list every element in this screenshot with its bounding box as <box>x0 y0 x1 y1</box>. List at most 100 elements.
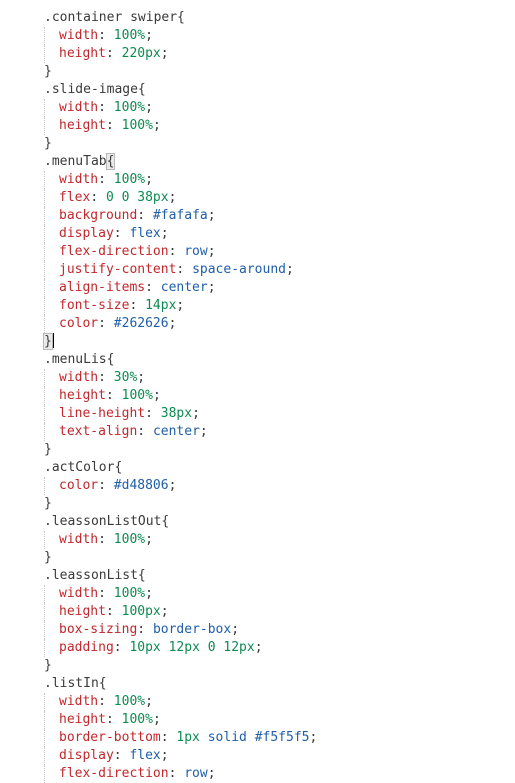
css-property: flex-direction <box>59 766 169 781</box>
code-line[interactable]: width: 100%; <box>0 693 515 711</box>
semicolon: ; <box>168 316 177 331</box>
declaration: flex-direction: row; <box>59 243 216 261</box>
colon: : <box>105 712 122 727</box>
colon: : <box>113 226 130 241</box>
code-line[interactable]: width: 30%; <box>0 369 515 387</box>
semicolon: ; <box>145 172 153 187</box>
colon: : <box>168 244 185 259</box>
semicolon: ; <box>160 604 169 619</box>
code-line[interactable]: background: #fafafa; <box>0 207 515 225</box>
css-value: 100% <box>113 532 146 547</box>
code-line[interactable]: box-sizing: border-box; <box>0 621 515 639</box>
css-value: 1px solid #f5f5f5 <box>176 730 310 745</box>
declaration: flex: 0 0 38px; <box>59 189 176 207</box>
css-property: width <box>59 100 99 115</box>
declaration: height: 100%; <box>59 387 161 405</box>
css-value: 0 0 38px <box>105 190 169 205</box>
code-line[interactable]: .menuTab{ <box>0 153 515 171</box>
css-property: box-sizing <box>59 622 138 637</box>
code-line[interactable]: } <box>0 495 515 513</box>
declaration: font-size: 14px; <box>59 297 184 315</box>
css-selector: .listIn{ <box>44 676 107 691</box>
semicolon: ; <box>152 118 161 133</box>
indent-guide <box>44 693 45 711</box>
close-brace: } <box>44 658 52 673</box>
code-line[interactable]: display: flex; <box>0 747 515 765</box>
colon: : <box>98 694 114 709</box>
semicolon: ; <box>145 532 153 547</box>
code-line[interactable]: line-height: 38px; <box>0 405 515 423</box>
semicolon: ; <box>168 190 177 205</box>
colon: : <box>98 478 114 493</box>
indent-guide <box>44 369 45 387</box>
colon: : <box>129 298 146 313</box>
code-line[interactable]: justify-content: space-around; <box>0 261 515 279</box>
code-line[interactable]: width: 100%; <box>0 99 515 117</box>
css-property: width <box>59 586 99 601</box>
code-line[interactable]: } <box>0 441 515 459</box>
declaration: text-align: center; <box>59 423 208 441</box>
code-line[interactable]: .leassonListOut{ <box>0 513 515 531</box>
declaration: align-items: center; <box>59 279 216 297</box>
code-line[interactable]: .leassonList{ <box>0 567 515 585</box>
code-line[interactable]: height: 100%; <box>0 387 515 405</box>
code-line[interactable]: } <box>0 657 515 675</box>
css-property: height <box>59 118 106 133</box>
colon: : <box>105 46 122 61</box>
code-line[interactable]: text-align: center; <box>0 423 515 441</box>
code-line[interactable]: width: 100%; <box>0 27 515 45</box>
css-selector: .menuTab <box>44 154 107 169</box>
indent-guide <box>44 603 45 621</box>
code-area[interactable]: .container swiper{width: 100%;height: 22… <box>0 9 515 783</box>
colon: : <box>137 424 153 439</box>
code-line[interactable]: .actColor{ <box>0 459 515 477</box>
code-line[interactable]: .slide-image{ <box>0 81 515 99</box>
css-property: align-items <box>59 280 146 295</box>
css-property: padding <box>59 640 114 655</box>
indent-guide <box>44 189 45 207</box>
code-line[interactable]: } <box>0 135 515 153</box>
code-line[interactable]: border-bottom: 1px solid #f5f5f5; <box>0 729 515 747</box>
code-line[interactable]: height: 100%; <box>0 117 515 135</box>
selector-line: .slide-image{ <box>44 81 146 99</box>
css-value: space-around <box>192 262 286 277</box>
code-line[interactable]: align-items: center; <box>0 279 515 297</box>
code-line[interactable]: height: 100%; <box>0 711 515 729</box>
semicolon: ; <box>309 730 318 745</box>
css-selector: .container swiper{ <box>44 10 185 25</box>
declaration: height: 220px; <box>59 45 169 63</box>
indent-guide <box>44 387 45 405</box>
indent-guide <box>44 477 45 495</box>
code-line[interactable]: flex-direction: row; <box>0 765 515 783</box>
semicolon: ; <box>192 406 200 421</box>
code-line[interactable]: } <box>0 549 515 567</box>
code-line[interactable]: .container swiper{ <box>0 9 515 27</box>
code-line[interactable]: width: 100%; <box>0 171 515 189</box>
indent-guide <box>44 405 45 423</box>
code-line[interactable]: } <box>0 333 515 351</box>
code-line[interactable]: padding: 10px 12px 0 12px; <box>0 639 515 657</box>
css-property: height <box>59 712 106 727</box>
close-brace-line: } <box>44 63 52 81</box>
css-value: flex <box>129 226 161 241</box>
code-line[interactable]: flex-direction: row; <box>0 243 515 261</box>
code-line[interactable]: .listIn{ <box>0 675 515 693</box>
code-line[interactable]: font-size: 14px; <box>0 297 515 315</box>
code-line[interactable]: .menuLis{ <box>0 351 515 369</box>
code-line[interactable]: flex: 0 0 38px; <box>0 189 515 207</box>
semicolon: ; <box>160 748 169 763</box>
code-line[interactable]: height: 220px; <box>0 45 515 63</box>
semicolon: ; <box>145 694 153 709</box>
css-value: 100% <box>113 172 146 187</box>
code-line[interactable]: color: #d48806; <box>0 477 515 495</box>
code-line[interactable]: width: 100%; <box>0 585 515 603</box>
indent-guide <box>44 45 45 63</box>
css-value: flex <box>129 748 161 763</box>
code-line[interactable]: display: flex; <box>0 225 515 243</box>
code-line[interactable]: color: #262626; <box>0 315 515 333</box>
indent-guide <box>44 531 45 549</box>
code-line[interactable]: } <box>0 63 515 81</box>
code-line[interactable]: width: 100%; <box>0 531 515 549</box>
code-line[interactable]: height: 100px; <box>0 603 515 621</box>
